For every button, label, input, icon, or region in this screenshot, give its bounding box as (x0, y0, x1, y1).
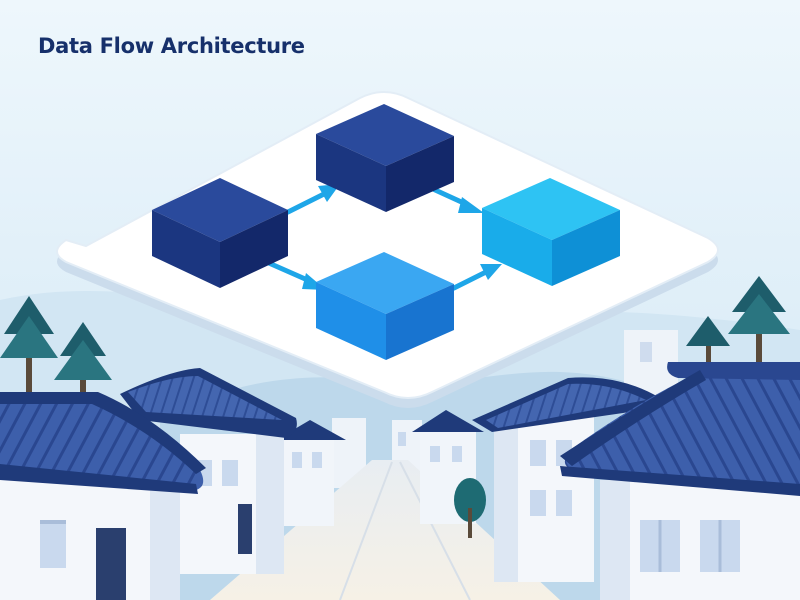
house-mid-left (276, 420, 346, 526)
house-foreground-left (0, 392, 206, 600)
house-left-middle (120, 368, 297, 574)
pine-tree-icon (0, 296, 58, 410)
village-road (210, 460, 560, 600)
pine-tree-icon (54, 322, 112, 412)
house-mid-right (412, 410, 486, 538)
node-block-left (152, 178, 288, 288)
node-block-bottom (316, 252, 454, 360)
house-right-middle (472, 377, 660, 582)
house-foreground-right (560, 362, 800, 600)
flow-arrow-icon (451, 264, 502, 291)
pine-tree-icon (686, 316, 730, 374)
flow-arrow-icon (285, 184, 340, 215)
node-block-right (482, 178, 620, 286)
page-title: Data Flow Architecture (38, 34, 305, 58)
tiled-roof-icon (564, 372, 800, 486)
tiled-roof-icon (0, 396, 204, 490)
node-block-top (316, 104, 454, 212)
pine-tree-icon (728, 276, 790, 370)
